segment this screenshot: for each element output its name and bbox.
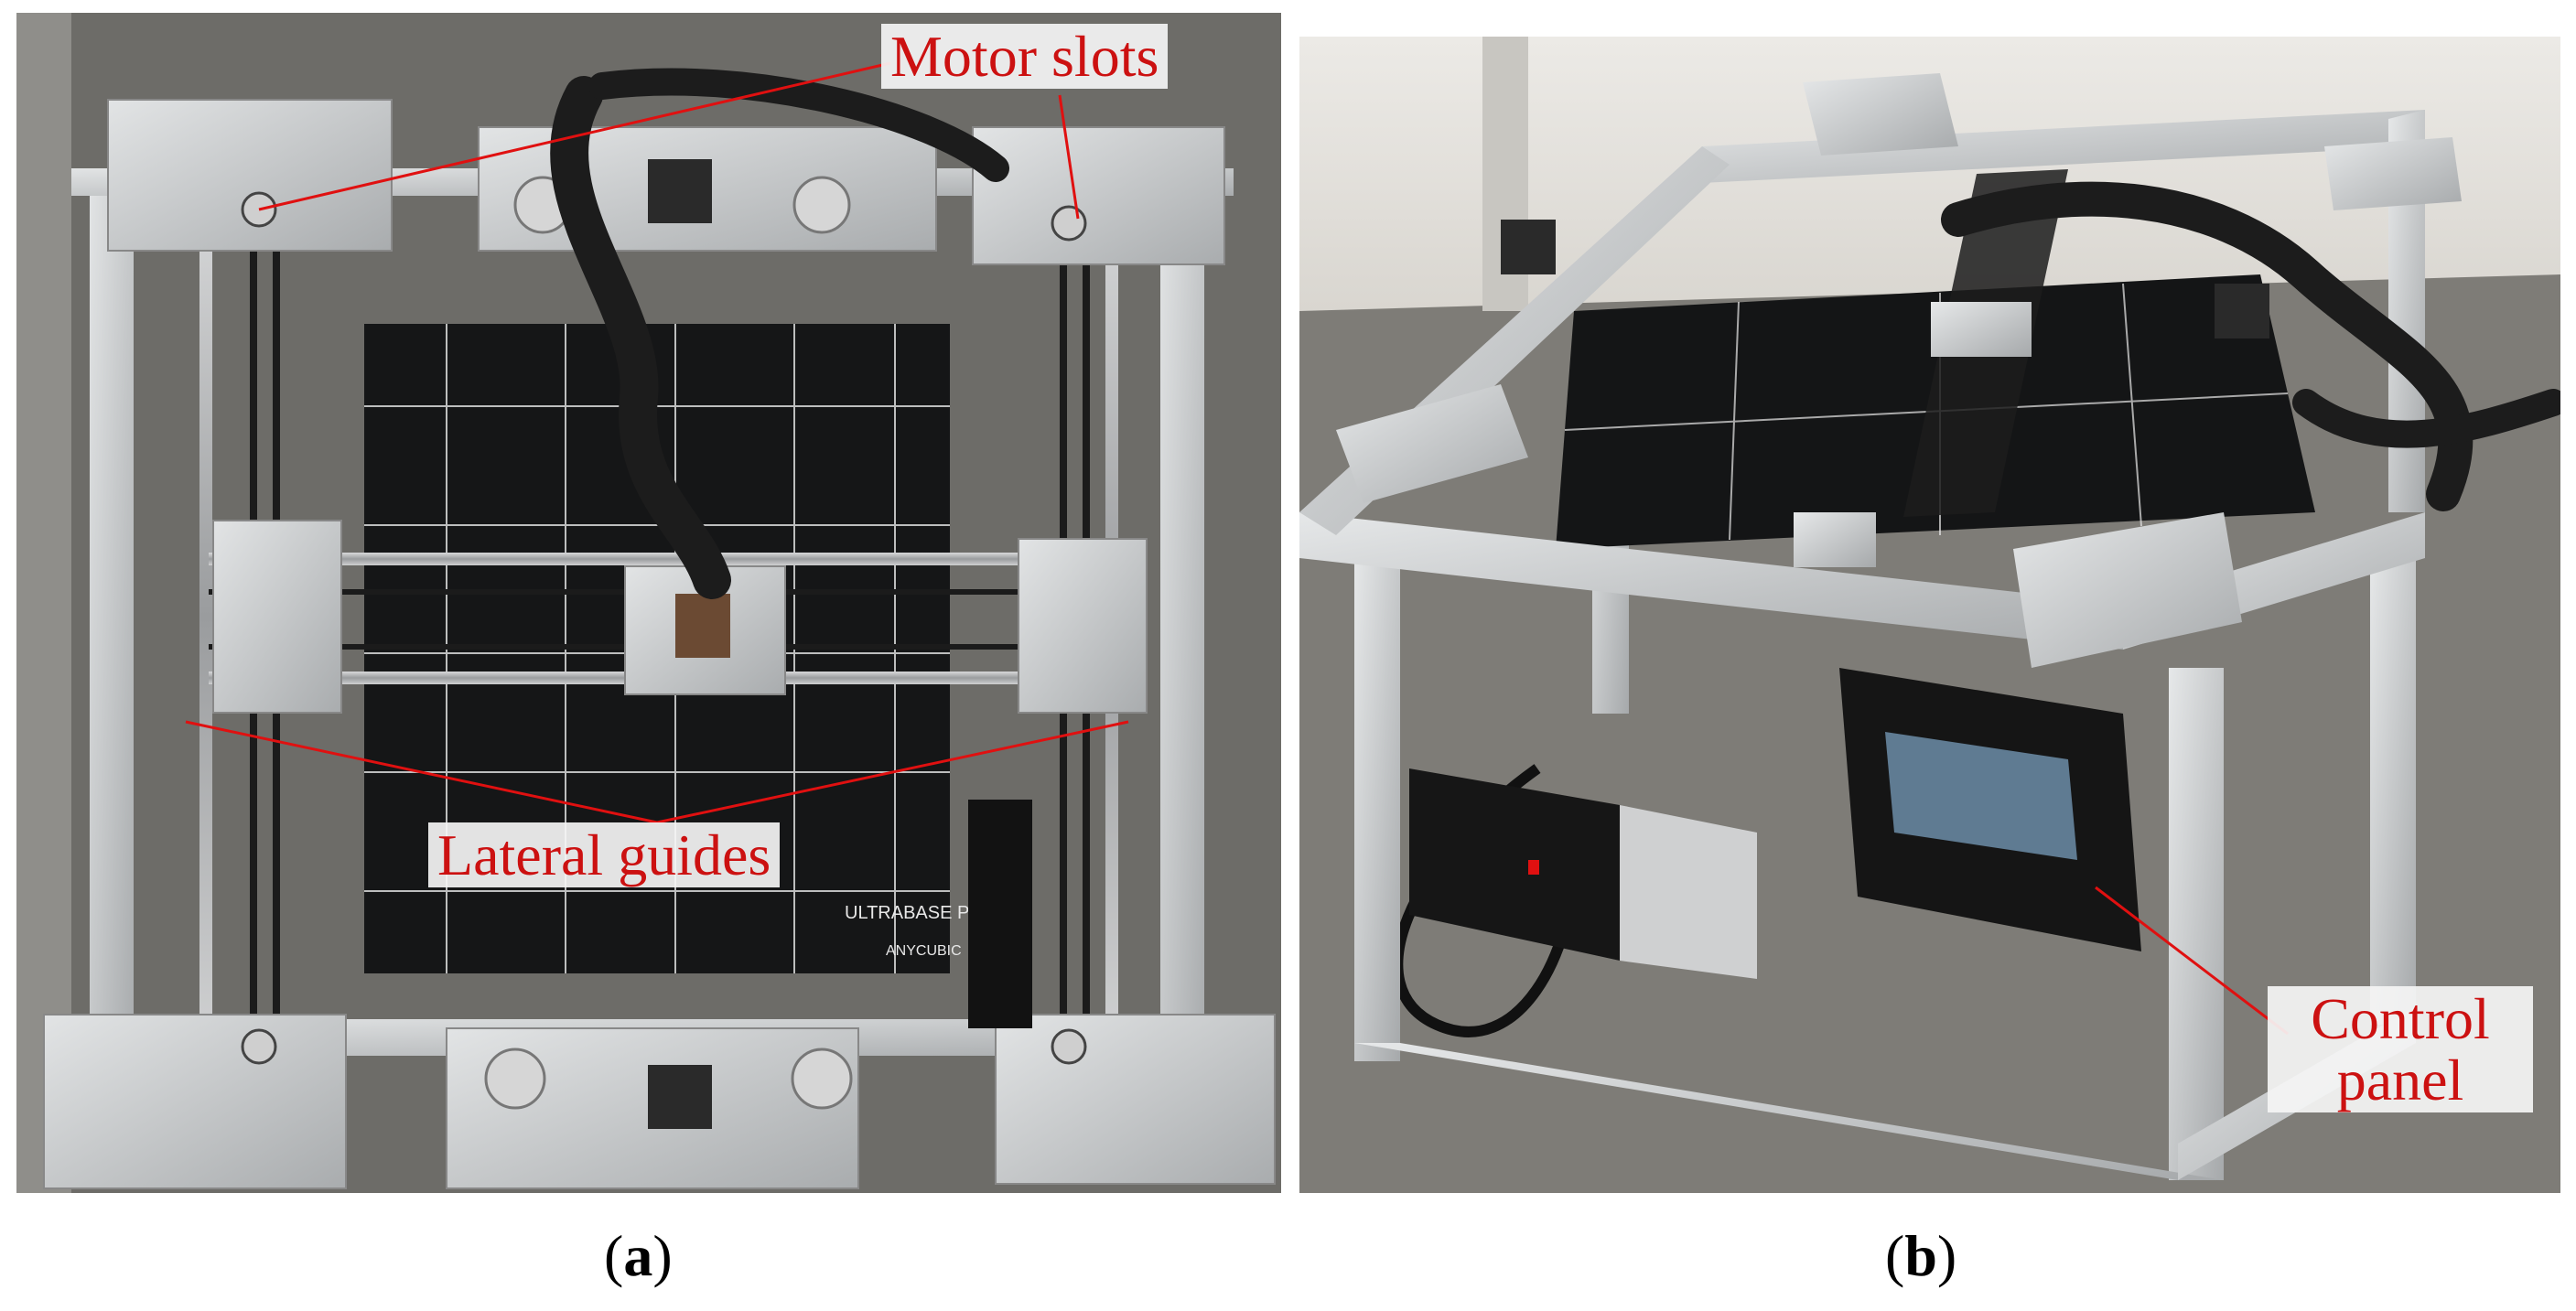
bed-logo-label: ANYCUBIC: [886, 943, 962, 959]
callout-control-panel: Control panel: [2268, 986, 2533, 1113]
caption-a-close: ): [652, 1223, 673, 1288]
callout-motor-slots: Motor slots: [881, 24, 1169, 90]
caption-b-close: ): [1936, 1223, 1957, 1288]
callout-lateral-guides: Lateral guides: [428, 822, 781, 888]
printer-top-view-image: ULTRABASE PRO ANYCUBIC: [16, 13, 1281, 1193]
caption-a-letter: a: [623, 1223, 653, 1288]
caption-a: (a): [604, 1222, 673, 1290]
photo-panel-b: Control panel: [1299, 37, 2560, 1193]
printer-perspective-view-image: [1299, 37, 2560, 1193]
caption-b-open: (: [1885, 1223, 1905, 1288]
photo-panel-a: ULTRABASE PRO ANYCUBIC: [16, 13, 1281, 1193]
callout-control-panel-line1: Control: [2311, 986, 2490, 1051]
caption-b: (b): [1885, 1222, 1956, 1290]
bed-brand-label: ULTRABASE PRO: [845, 903, 997, 923]
caption-a-open: (: [604, 1223, 624, 1288]
caption-b-letter: b: [1904, 1223, 1937, 1288]
callout-control-panel-line2: panel: [2336, 1048, 2464, 1113]
